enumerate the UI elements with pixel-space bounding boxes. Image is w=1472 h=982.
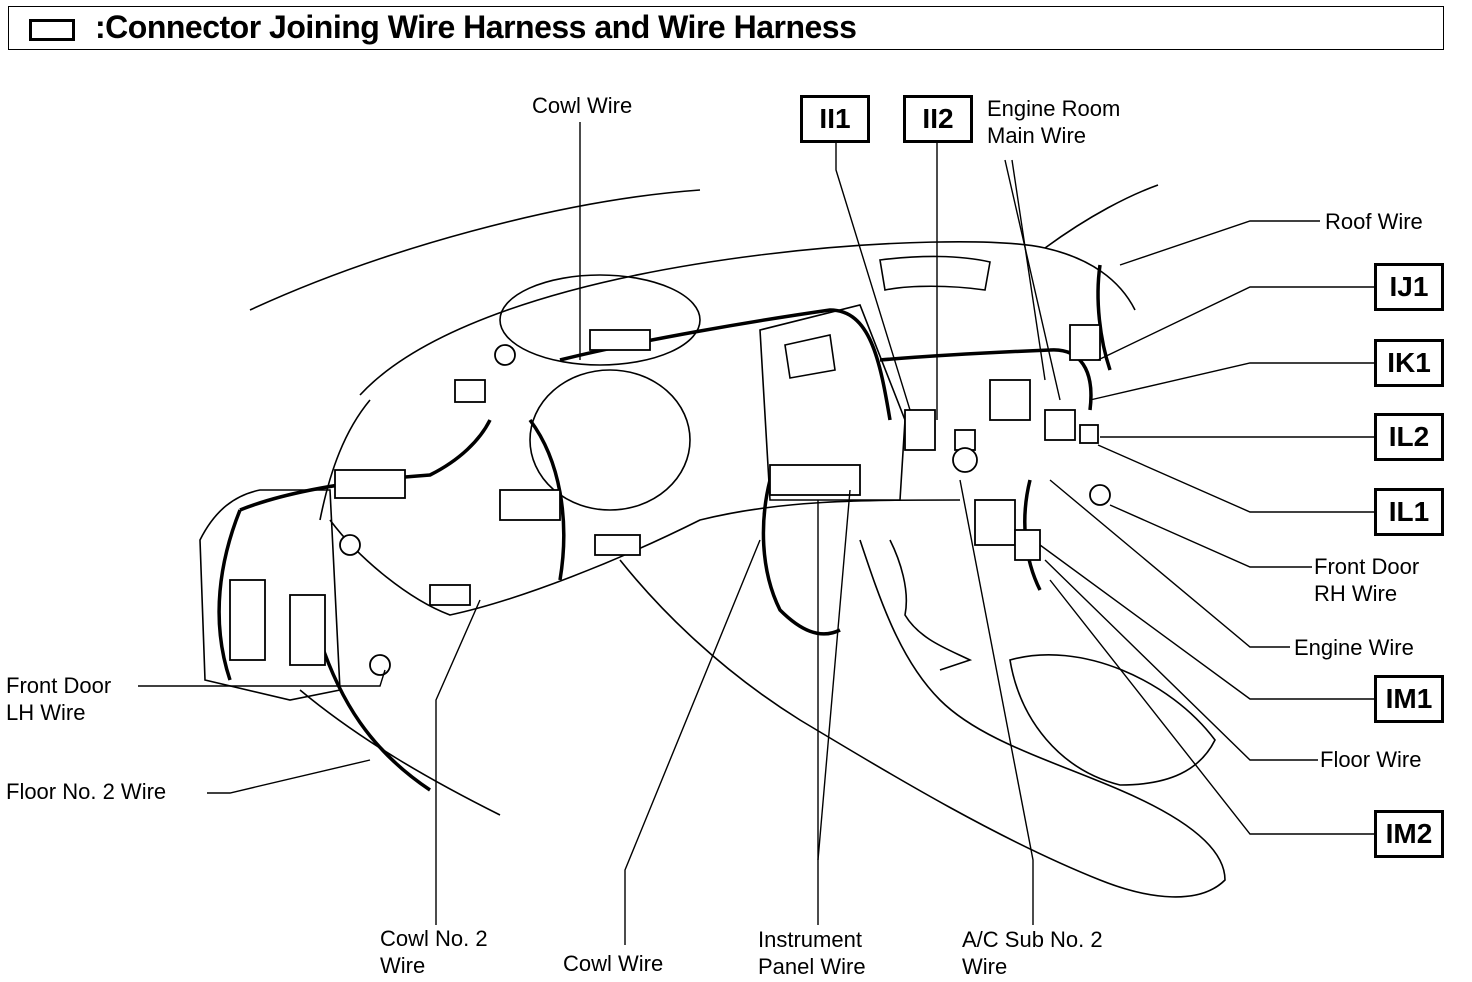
leader-front-door-lh — [138, 669, 386, 687]
connector-code-ik1: IK1 — [1374, 339, 1444, 387]
label-engine-wire: Engine Wire — [1294, 635, 1414, 660]
shifter-outline — [889, 539, 973, 671]
label-front-door-lh-1: Front Door — [6, 673, 112, 698]
label-floor-no2-wire: Floor No. 2 Wire — [6, 779, 167, 804]
connector-block-16 — [429, 584, 471, 606]
connector-code-im2: IM2 — [1374, 810, 1444, 858]
left-harness-path — [239, 419, 492, 512]
leader-ik1 — [1089, 362, 1374, 401]
vent-outline — [784, 334, 836, 379]
center-panel-outline — [759, 304, 906, 501]
connector-block-17 — [1069, 324, 1101, 361]
label-cowl-wire-bottom: Cowl Wire — [563, 951, 664, 976]
page-title: :Connector Joining Wire Harness and Wire… — [95, 9, 857, 45]
connector-round-5 — [494, 344, 516, 366]
label-ac-sub-no2-2: Wire — [962, 954, 1008, 979]
connector-block-13 — [954, 429, 976, 451]
connector-symbol-icon — [29, 19, 75, 41]
connector-code-il1: IL1 — [1374, 488, 1444, 536]
connector-block-11 — [289, 594, 326, 666]
label-ac-sub-no2-1: A/C Sub No. 2 — [962, 927, 1103, 952]
connector-block-10 — [229, 579, 266, 661]
connector-block-1 — [454, 379, 486, 403]
right-vent-outline — [879, 255, 991, 291]
leader-floor-wire — [1044, 559, 1318, 761]
label-floor-wire: Floor Wire — [1320, 747, 1422, 772]
label-front-door-lh-2: LH Wire — [6, 700, 86, 725]
roof-harness-path — [1096, 264, 1112, 371]
connector-code-ij1: IJ1 — [1374, 263, 1444, 311]
label-cowl-no2-2: Wire — [380, 953, 426, 978]
leader-cowl-bottom — [624, 539, 761, 945]
connector-block-7 — [1079, 424, 1099, 444]
leader-instrument-panel-2 — [817, 489, 851, 861]
title-bar: :Connector Joining Wire Harness and Wire… — [8, 6, 1444, 50]
connector-round-1 — [339, 534, 361, 556]
roof-line — [1044, 184, 1159, 249]
windshield-outline — [249, 189, 701, 311]
connector-code-ii2: II2 — [903, 95, 973, 143]
ip-harness-path — [879, 348, 1093, 411]
connector-round-4 — [1089, 484, 1111, 506]
label-front-door-rh-2: RH Wire — [1314, 581, 1398, 606]
armrest-outline — [1009, 654, 1216, 786]
leader-engine-room-1 — [1004, 159, 1061, 401]
leader-engine-wire — [1049, 479, 1290, 648]
connector-block-8 — [974, 499, 1016, 546]
floor2-harness-path — [318, 639, 431, 792]
label-cowl-wire-top: Cowl Wire — [532, 93, 633, 118]
connector-block-9 — [1014, 529, 1041, 561]
connector-block-2 — [334, 469, 406, 499]
label-cowl-no2-1: Cowl No. 2 — [380, 926, 488, 951]
leader-im2 — [1049, 579, 1374, 835]
connector-block-5 — [989, 379, 1031, 421]
dash-front-outline — [319, 399, 371, 521]
connector-block-4 — [769, 464, 861, 496]
connector-code-im1: IM1 — [1374, 675, 1444, 723]
dash-lower-outline — [329, 499, 961, 616]
left-door-outline — [199, 489, 341, 701]
leader-ii1 — [835, 142, 911, 411]
connector-block-12 — [904, 409, 936, 451]
console-outline — [619, 539, 1226, 898]
leader-front-door-rh — [1109, 504, 1312, 568]
connector-code-ii1: II1 — [800, 95, 870, 143]
leader-cowl-no2 — [435, 599, 481, 925]
label-instrument-panel-2: Panel Wire — [758, 954, 866, 979]
connector-block-6 — [1044, 409, 1076, 441]
leader-floor-no2 — [207, 759, 371, 794]
leader-ij1 — [1097, 286, 1374, 361]
connector-code-il2: IL2 — [1374, 413, 1444, 461]
leader-ac-sub — [959, 479, 1034, 925]
leader-engine-room-2 — [1011, 159, 1046, 381]
label-instrument-panel-1: Instrument — [758, 927, 862, 952]
label-engine-room-main-2: Main Wire — [987, 123, 1087, 148]
leader-il1 — [1097, 444, 1374, 513]
leader-roof — [1119, 220, 1320, 266]
cowl-drop-path — [761, 479, 841, 636]
connector-block-14 — [589, 329, 651, 351]
label-front-door-rh-1: Front Door — [1314, 554, 1420, 579]
label-roof-wire: Roof Wire — [1325, 209, 1423, 234]
connector-round-3 — [952, 447, 978, 473]
left-drop-path — [217, 509, 242, 681]
label-engine-room-main-1: Engine Room — [987, 96, 1121, 121]
dash-top-outline — [359, 241, 1136, 396]
leader-im1 — [1039, 544, 1374, 700]
connector-block-3 — [499, 489, 561, 521]
connector-block-15 — [594, 534, 641, 556]
steering-column-outline — [529, 369, 691, 511]
gauge-cluster-outline — [499, 274, 701, 366]
connector-round-2 — [369, 654, 391, 676]
floor-line — [299, 689, 501, 816]
